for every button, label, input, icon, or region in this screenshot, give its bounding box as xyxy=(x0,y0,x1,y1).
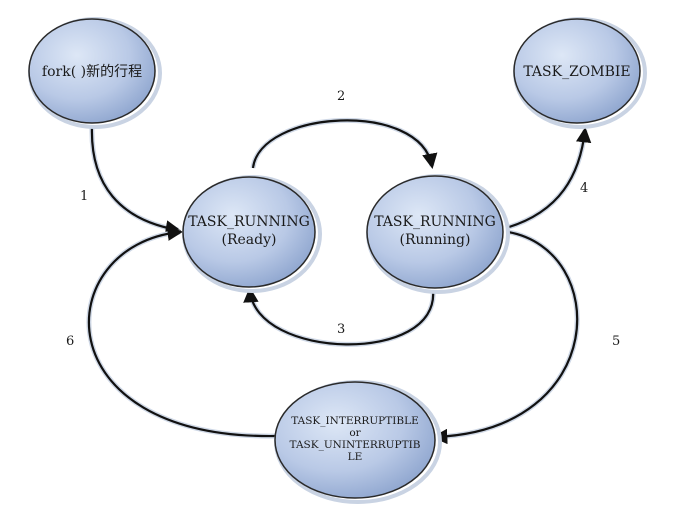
state-fork-new-label: fork( )新的行程 xyxy=(42,64,142,80)
state-running-line2: (Running) xyxy=(400,232,471,248)
state-waiting-line2: or xyxy=(349,427,361,439)
transition-4-label: 4 xyxy=(580,181,588,196)
state-zombie-label: TASK_ZOMBIE xyxy=(523,64,630,80)
state-waiting-line3: TASK_UNINTERRUPTIB xyxy=(290,439,421,451)
transition-6-label: 6 xyxy=(66,334,74,349)
edges xyxy=(86,117,592,445)
transition-2-label: 2 xyxy=(337,89,345,104)
state-waiting-line4: LE xyxy=(348,451,363,463)
state-running-line1: TASK_RUNNING xyxy=(374,214,496,230)
state-ready-line1: TASK_RUNNING xyxy=(188,214,310,230)
state-fork-new-circle xyxy=(28,18,156,124)
state-ready-circle xyxy=(182,176,316,288)
edge-labels: 1 2 3 4 5 6 xyxy=(66,89,620,349)
transition-4-arrow xyxy=(505,126,592,230)
transition-1-arrow xyxy=(90,125,182,236)
state-waiting-circle xyxy=(274,381,436,499)
state-ready: TASK_RUNNING (Ready) xyxy=(182,175,322,293)
state-running-circle xyxy=(366,175,504,289)
state-waiting: TASK_INTERRUPTIBLE or TASK_UNINTERRUPTIB… xyxy=(274,380,442,504)
transition-6-arrow xyxy=(88,225,278,438)
state-zombie: TASK_ZOMBIE xyxy=(513,17,647,129)
state-fork-new: fork( )新的行程 xyxy=(28,17,162,129)
transition-5-arrow xyxy=(431,230,579,445)
transition-5-label: 5 xyxy=(612,334,620,349)
state-ready-line2: (Ready) xyxy=(222,232,277,248)
state-zombie-circle xyxy=(513,18,641,124)
transition-3-arrow xyxy=(243,286,435,346)
transition-2-arrow xyxy=(251,119,438,170)
state-waiting-line1: TASK_INTERRUPTIBLE xyxy=(291,415,419,427)
state-running: TASK_RUNNING (Running) xyxy=(366,174,510,294)
transition-1-label: 1 xyxy=(80,189,88,204)
transition-3-label: 3 xyxy=(337,322,345,337)
